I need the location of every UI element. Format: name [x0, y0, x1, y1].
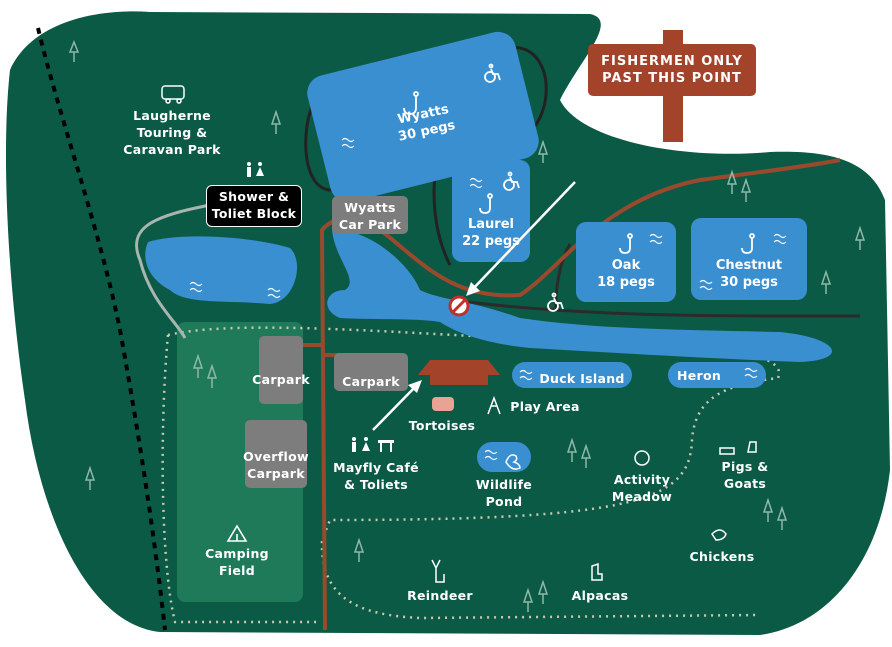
shower-line-1: Shower &: [218, 189, 290, 204]
overflow-line-2: Carpark: [247, 466, 305, 481]
touring-line-1: Laugherne: [133, 108, 211, 123]
chicken-icon: [711, 529, 727, 541]
carpark-left-label: Carpark: [252, 372, 310, 387]
reindeer-label: Reindeer: [407, 588, 473, 603]
wyatts-car-park-line-1: Wyatts: [344, 200, 396, 215]
lake-heron: [668, 362, 766, 388]
shower-block-box: [206, 185, 302, 227]
overflow-carpark-label: Overflow Carpark: [240, 448, 312, 482]
play-icon: [487, 395, 501, 415]
cafe-line-1: Mayfly Café: [333, 460, 419, 475]
heron-label: Heron: [676, 368, 722, 383]
pig-goat-icon: [719, 441, 757, 455]
carpark-mid-box: [334, 353, 408, 391]
overflow-line-1: Overflow: [243, 449, 309, 464]
lake-west: [145, 236, 298, 304]
dotted-path-main: [167, 326, 781, 620]
duck-icon: [505, 454, 521, 470]
tent-icon: [226, 524, 248, 542]
chickens-label: Chickens: [689, 549, 755, 564]
wildlife-pond-label: Wildlife Pond: [466, 476, 542, 510]
shower-block-label: Shower & Toliet Block: [206, 188, 302, 222]
toilet-icons: [247, 162, 394, 452]
camping-line-1: Camping: [205, 546, 269, 561]
reindeer-icon: [431, 559, 445, 583]
arrow-fishermen: [469, 181, 576, 293]
lake-chestnut: [691, 218, 807, 300]
lake-oak: [576, 222, 676, 302]
tortoises-label: Tortoises: [408, 418, 476, 433]
camping-field-label: Camping Field: [197, 545, 277, 579]
arrow-cafe: [372, 383, 419, 431]
overflow-carpark-box: [245, 420, 307, 488]
cafe-building: [418, 360, 500, 385]
ball-icon: [634, 450, 650, 466]
track-oak: [554, 243, 572, 311]
boundary-line: [36, 27, 167, 631]
cafe-label: Mayfly Café & Toliets: [326, 459, 426, 493]
pigs-goats-label: Pigs & Goats: [710, 458, 780, 492]
tree-icons: [68, 39, 866, 612]
sign-line-2: PAST THIS POINT: [602, 71, 742, 86]
fishing-hook-icons: [403, 91, 755, 254]
camping-line-2: Field: [218, 563, 256, 578]
lake-chestnut-label: Chestnut 30 pegs: [691, 257, 807, 291]
wheelchair-icons: [484, 63, 564, 312]
lake-wyatts: [307, 31, 539, 203]
fishermen-sign: FISHERMEN ONLY PAST THIS POINT: [588, 44, 756, 96]
touring-line-2: Touring &: [136, 125, 208, 140]
alpaca-icon: [591, 562, 603, 581]
cafe-line-2: & Toliets: [344, 477, 408, 492]
play-area-label: Play Area: [510, 399, 580, 414]
wyatts-car-park-label: Wyatts Car Park: [332, 199, 408, 233]
tortoise-icon: [432, 397, 454, 411]
wyatts-car-park-line-2: Car Park: [338, 217, 402, 232]
lake-laurel-pegs: 22 pegs: [462, 234, 520, 249]
shower-line-2: Toliet Block: [211, 206, 297, 221]
activity-line-1: Activity: [613, 472, 671, 487]
sign-line-1: FISHERMEN ONLY: [601, 54, 743, 69]
carpark-mid-label: Carpark: [342, 374, 400, 389]
path-to-shower: [135, 203, 211, 339]
lake-river: [327, 229, 833, 362]
lake-duck-island: [512, 362, 632, 388]
touring-line-3: Caravan Park: [123, 142, 221, 157]
arrow-cafe-head: [408, 380, 422, 393]
wave-marks: [189, 137, 787, 461]
lake-chestnut-pegs: 30 pegs: [720, 275, 778, 290]
lake-laurel-name: Laurel: [468, 217, 514, 232]
caravan-icon: [161, 85, 185, 104]
lake-oak-pegs: 18 pegs: [597, 275, 655, 290]
pigs-line-1: Pigs &: [721, 459, 769, 474]
activity-meadow-label: Activity Meadow: [602, 471, 682, 505]
arrow-fishermen-head: [466, 282, 480, 296]
wildlife-line-1: Wildlife: [475, 477, 533, 492]
lake-laurel-label: Laurel 22 pegs: [447, 216, 535, 250]
lake-wildlife-pond: [477, 442, 531, 472]
wyatts-car-park-box: [332, 196, 408, 234]
misc-icons: [431, 395, 757, 583]
duck-island-label: Duck Island: [539, 371, 625, 386]
lake-oak-name: Oak: [611, 258, 641, 273]
lake-chestnut-name: Chestnut: [715, 258, 783, 273]
alpacas-label: Alpacas: [571, 588, 629, 603]
touring-park-label: Laugherne Touring & Caravan Park: [112, 107, 232, 158]
carpark-left-box: [259, 336, 303, 404]
track-east: [467, 300, 861, 318]
wildlife-line-2: Pond: [485, 494, 523, 509]
pigs-line-2: Goats: [723, 476, 767, 491]
activity-line-2: Meadow: [611, 489, 673, 504]
lake-oak-label: Oak 18 pegs: [576, 257, 676, 291]
